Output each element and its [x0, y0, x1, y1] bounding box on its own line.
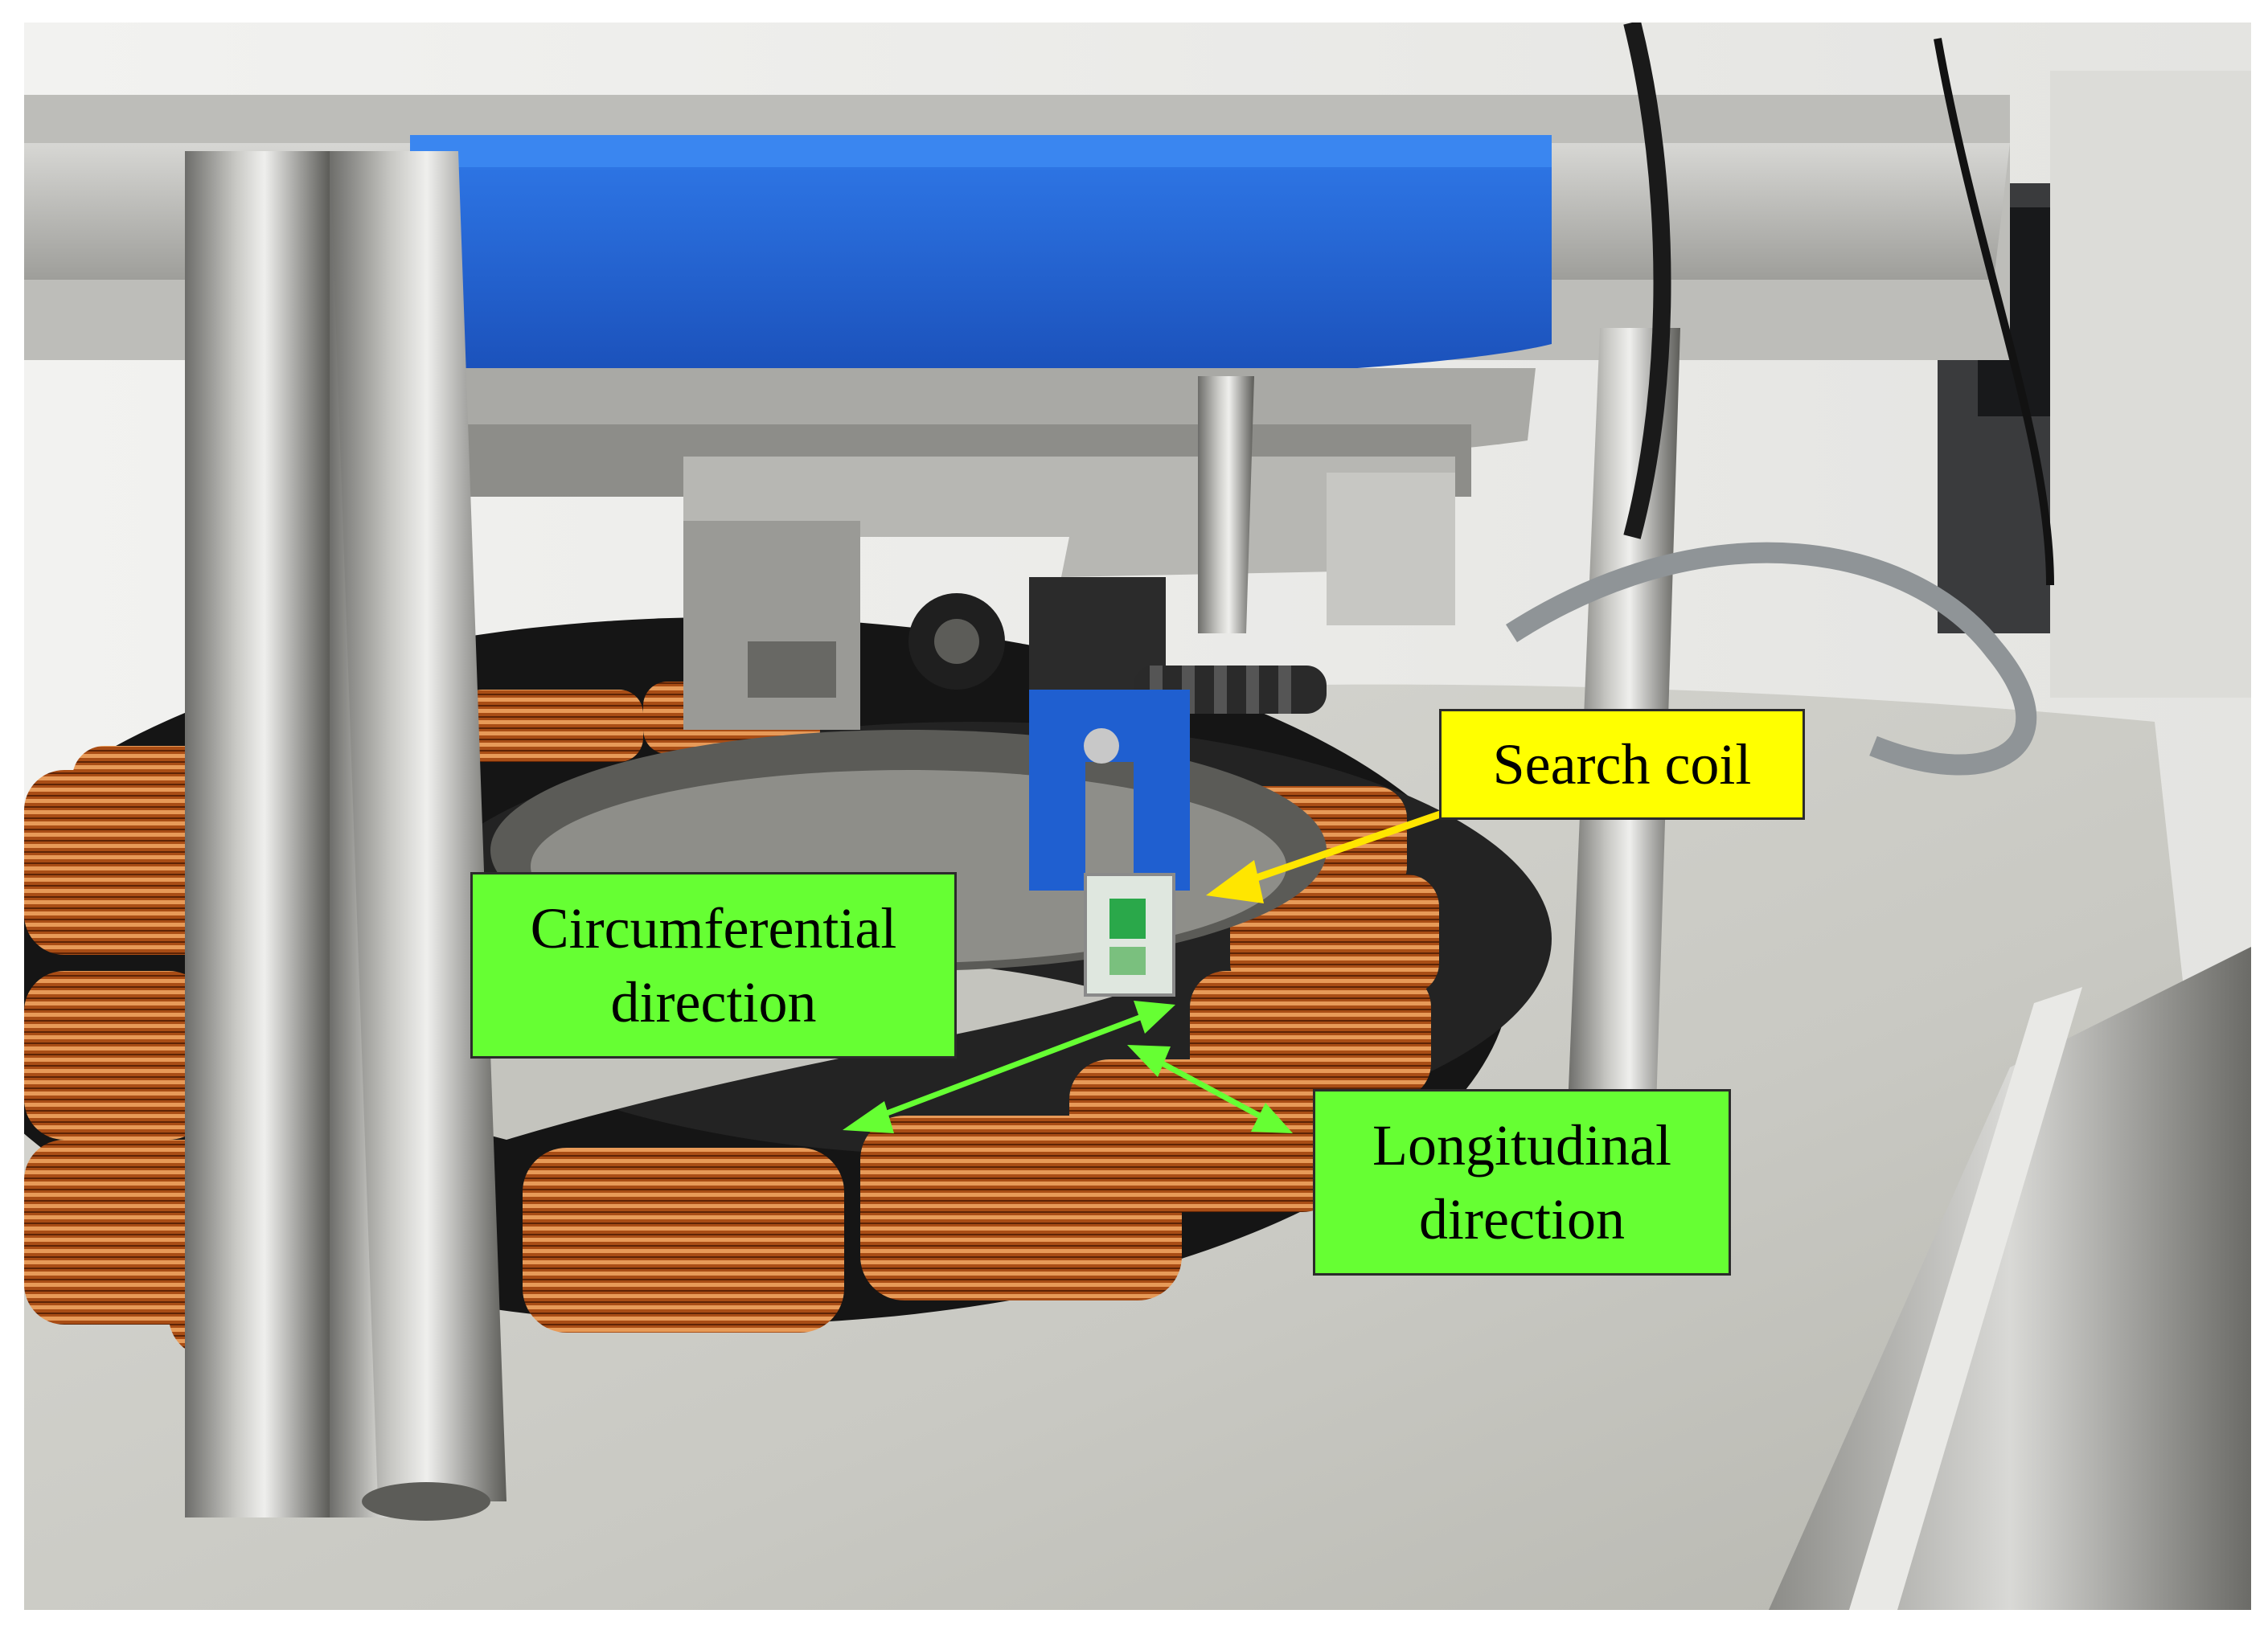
circumferential-direction-label: Circumferential direction	[470, 872, 957, 1059]
longitudinal-label-line1: Longitudinal	[1372, 1112, 1671, 1178]
longitudinal-direction-label: Longitudinal direction	[1313, 1089, 1731, 1276]
longitudinal-label-line2: direction	[1419, 1187, 1625, 1251]
search-coil-label-text: Search coil	[1492, 731, 1752, 797]
circumferential-label-line1: Circumferential	[530, 895, 897, 960]
circumferential-label-line2: direction	[610, 970, 817, 1034]
search-coil-label: Search coil	[1439, 709, 1805, 820]
stator-photo	[24, 23, 2251, 1610]
search-coil-probe	[1029, 690, 1190, 997]
stator-photo-illustration	[24, 23, 2251, 1610]
